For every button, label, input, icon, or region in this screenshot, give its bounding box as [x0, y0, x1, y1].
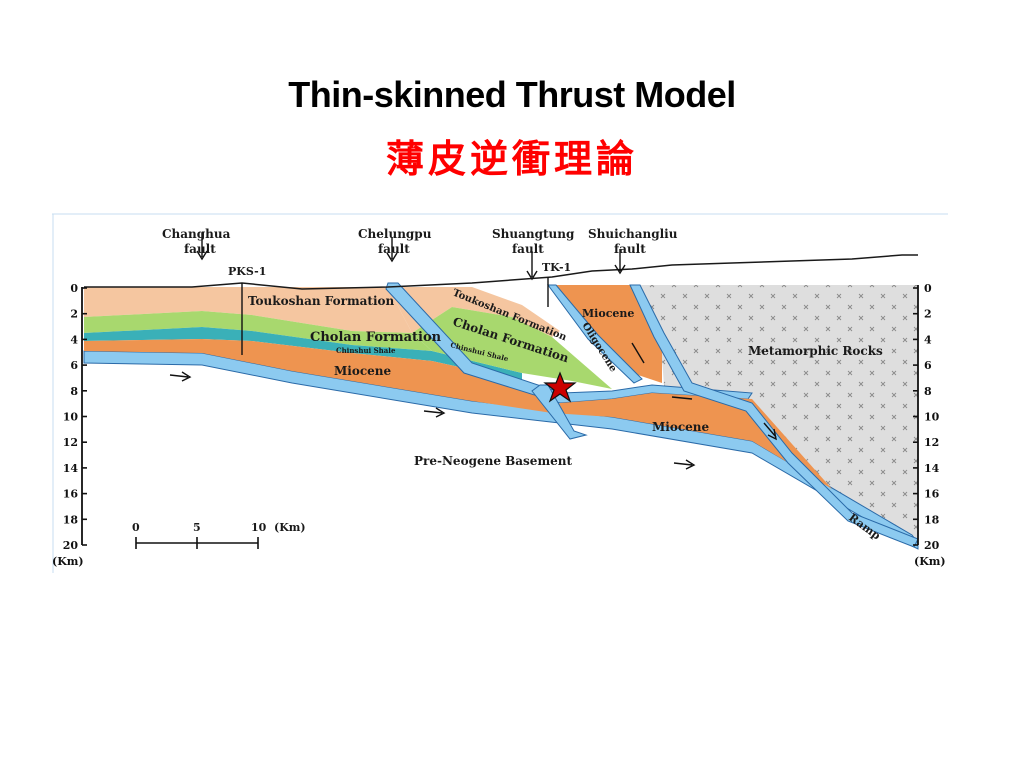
topography-line [84, 254, 918, 290]
formation-label-miocene-lower: Miocene [652, 420, 710, 434]
fault-label-shuichangliu: Shuichangliu [588, 227, 678, 241]
depth-axis-right: 0 2 4 6 8 10 12 14 16 18 20 [913, 282, 940, 552]
depth-tick-label-right-20: 20 [924, 539, 940, 552]
depth-tick-label-left-10: 10 [63, 411, 79, 424]
scale-bar-tick-0: 0 [132, 521, 140, 534]
shuangtung-fault [547, 284, 643, 384]
depth-tick-label-left-20: 20 [63, 539, 79, 552]
formation-label-chinshui-left: Chinshui Shale [336, 346, 396, 355]
formation-label-metamorphic: Metamorphic Rocks [748, 344, 883, 358]
depth-tick-label-left-18: 18 [63, 513, 79, 526]
scale-bar-tick-5: 5 [193, 521, 201, 534]
cross-section-diagram: 0 5 10 (Km) Changhua fault Chelungpu fau… [52, 213, 948, 573]
toukoshan-left-layer [84, 287, 412, 333]
depth-tick-label-left-12: 12 [63, 436, 78, 449]
fault-label-shuangtung: Shuangtung [492, 227, 575, 241]
depth-unit-right: (Km) [914, 555, 946, 568]
well-label-pks1: PKS-1 [228, 265, 266, 278]
formation-label-miocene-left: Miocene [334, 364, 392, 378]
chinshui-left-layer [84, 327, 522, 381]
well-label-tk1: TK-1 [542, 261, 571, 274]
formation-label-cholan-left: Cholan Formation [310, 330, 442, 345]
page-title: Thin-skinned Thrust Model [288, 74, 736, 115]
depth-unit-left: (Km) [52, 555, 84, 568]
formation-label-miocene-top: Miocene [582, 307, 634, 320]
depth-axis-left: 0 2 4 6 8 10 12 14 16 18 20 [63, 282, 87, 552]
depth-tick-label-right-6: 6 [924, 359, 932, 372]
depth-tick-label-left-2: 2 [70, 308, 78, 321]
page-subtitle: 薄皮逆衝理論 [385, 136, 638, 181]
depth-tick-label-right-2: 2 [924, 308, 932, 321]
formation-label-toukoshan-left: Toukoshan Formation [248, 294, 395, 308]
depth-tick-label-left-8: 8 [70, 385, 78, 398]
depth-tick-label-right-14: 14 [924, 462, 940, 475]
depth-tick-label-right-18: 18 [924, 513, 940, 526]
depth-tick-label-right-4: 4 [924, 333, 932, 346]
toukoshan-mid-layer [388, 287, 560, 337]
depth-tick-label-left-6: 6 [70, 359, 78, 372]
depth-tick-label-right-10: 10 [924, 411, 940, 424]
depth-tick-label-right-0: 0 [924, 282, 932, 295]
fault-arrows [169, 233, 777, 470]
fault-label-shuangtung-sub: fault [512, 242, 544, 256]
miocene-top-layer [552, 285, 662, 383]
depth-tick-label-left-4: 4 [70, 333, 78, 346]
depth-tick-label-right-8: 8 [924, 385, 932, 398]
scale-bar-unit: (Km) [274, 521, 306, 534]
metamorphic-rocks-region [632, 285, 918, 545]
cholan-mid-layer [412, 307, 612, 389]
depth-tick-label-left-14: 14 [63, 462, 79, 475]
fault-label-changhua: Changhua [162, 227, 231, 241]
fault-label-chelungpu: Chelungpu [358, 227, 432, 241]
fault-label-chelungpu-sub: fault [378, 242, 410, 256]
depth-tick-label-left-16: 16 [63, 488, 79, 501]
fault-label-changhua-sub: fault [184, 242, 216, 256]
depth-tick-label-right-12: 12 [924, 436, 939, 449]
cholan-left-layer [84, 311, 432, 351]
depth-tick-label-right-16: 16 [924, 488, 940, 501]
chelungpu-fault [385, 282, 753, 404]
fault-label-shuichangliu-sub: fault [614, 242, 646, 256]
epicenter-star [543, 371, 577, 403]
formation-label-basement: Pre-Neogene Basement [414, 454, 572, 468]
scale-bar [135, 537, 259, 549]
miocene-left-layer [84, 339, 552, 413]
depth-tick-label-left-0: 0 [70, 282, 78, 295]
scale-bar-tick-10: 10 [251, 521, 267, 534]
